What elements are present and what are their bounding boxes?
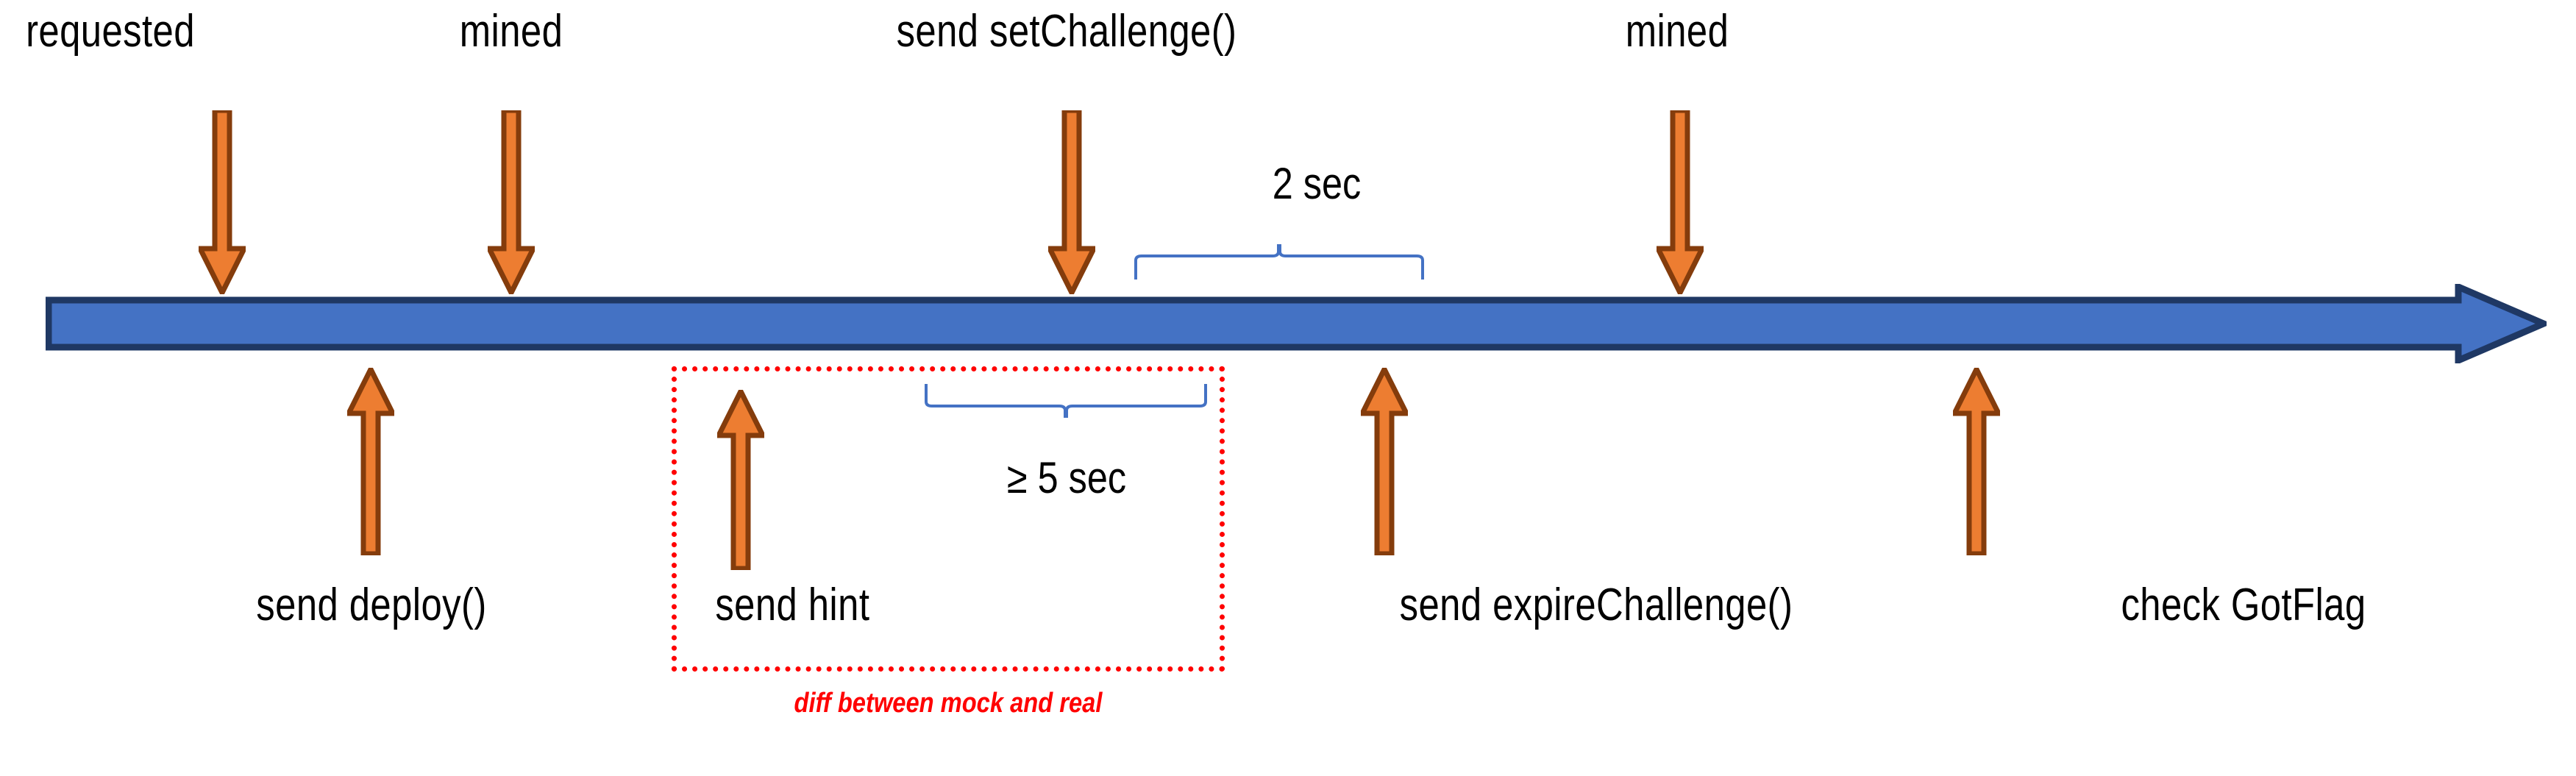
up-arrow-send-hint [714, 385, 767, 572]
event-label-check-gotflag: check GotFlag [2121, 580, 2366, 630]
down-arrow-send-setchallenge [1045, 107, 1098, 299]
event-label-send-setchallenge: send setChallenge() [896, 6, 1237, 57]
bracket-ge-5-sec [923, 382, 1210, 421]
up-arrow-send-expirechallenge [1358, 363, 1411, 557]
bracket-2-sec [1133, 243, 1427, 281]
event-label-requested: requested [26, 6, 195, 57]
down-arrow-mined-second [1654, 107, 1707, 299]
event-label-send-expirechallenge: send expireChallenge() [1399, 580, 1793, 630]
highlight-box-mock-vs-real [672, 366, 1225, 672]
event-label-send-deploy: send deploy() [256, 580, 487, 630]
down-arrow-requested [196, 107, 249, 299]
event-label-mined-first: mined [459, 6, 563, 57]
up-arrow-check-gotflag [1950, 363, 2003, 557]
bracket-label-ge-5-sec: ≥ 5 sec [1006, 453, 1127, 502]
timeline-axis-arrow [45, 282, 2552, 366]
down-arrow-mined-first [485, 107, 538, 299]
highlight-caption: diff between mock and real [794, 688, 1103, 719]
up-arrow-send-deploy [344, 363, 397, 557]
bracket-label-2-sec: 2 sec [1272, 159, 1362, 208]
event-label-send-hint: send hint [715, 580, 870, 630]
event-label-mined-second: mined [1625, 6, 1729, 57]
